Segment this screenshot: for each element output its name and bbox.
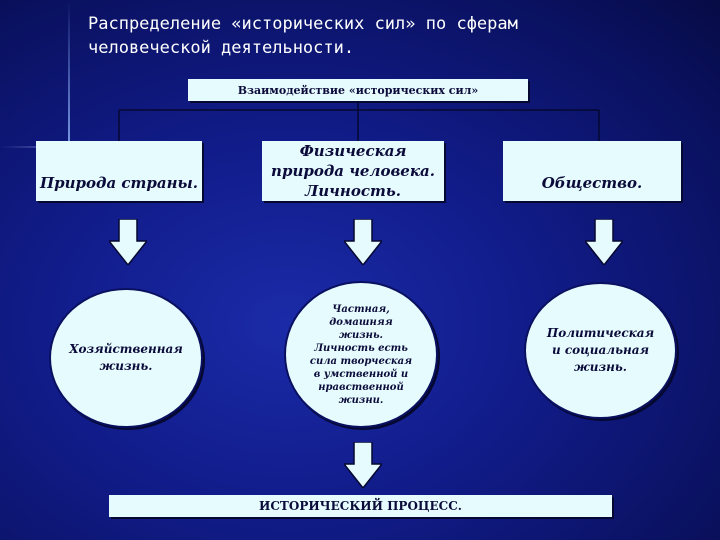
category-nature-of-country: Природа страны. [36, 141, 202, 201]
historical-process-box: ИСТОРИЧЕСКИЙ ПРОЦЕСС. [109, 495, 612, 517]
down-arrow-icon [109, 219, 147, 265]
sphere-label: Политическая и социальная жизнь. [546, 326, 655, 374]
interaction-box: Взаимодействие «исторических сил» [188, 79, 528, 101]
down-arrow-icon [344, 219, 382, 265]
category-human-nature: Физическая природа человека. Личность. [262, 141, 444, 201]
down-arrow-icon [344, 442, 382, 488]
sphere-label: Частная, домашняя жизнь. Личность есть с… [309, 303, 413, 406]
sphere-label: Хозяйственная жизнь. [69, 342, 183, 373]
sphere-private-life: Частная, домашняя жизнь. Личность есть с… [284, 281, 438, 428]
decorative-glow-vertical [68, 0, 70, 150]
sphere-economic-life: Хозяйственная жизнь. [49, 288, 203, 428]
category-society: Общество. [503, 141, 681, 201]
slide-title: Распределение «исторических сил» по сфер… [88, 14, 518, 58]
sphere-political-social-life: Политическая и социальная жизнь. [524, 282, 677, 419]
down-arrow-icon [585, 219, 623, 265]
